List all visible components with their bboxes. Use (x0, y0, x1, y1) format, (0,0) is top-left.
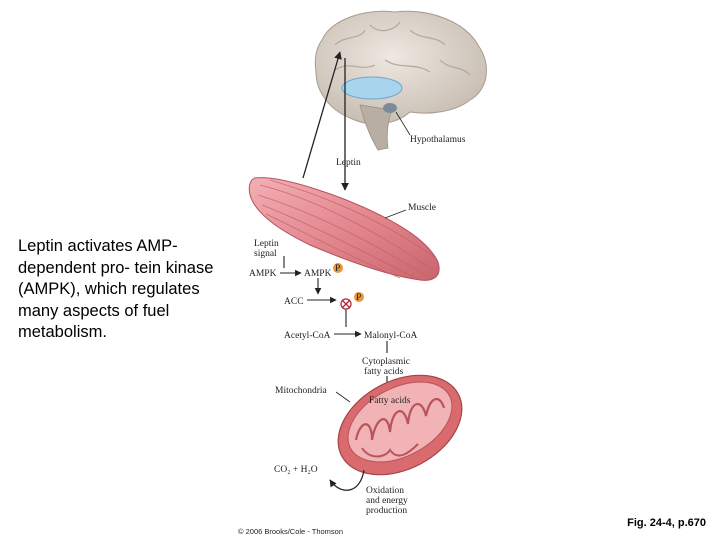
figure-reference: Fig. 24-4, p.670 (627, 517, 706, 529)
co2-h2o-label: CO₂ + H₂O (274, 465, 318, 475)
brain-illustration (314, 10, 487, 151)
mitochondria-label: Mitochondria (275, 386, 327, 396)
leptin-label: Leptin (336, 158, 361, 168)
copyright-notice: © 2006 Brooks/Cole - Thomson (238, 527, 344, 536)
phosphate-icon (354, 292, 364, 302)
muscle-label: Muscle (408, 203, 436, 213)
ampk-label: AMPK (249, 269, 277, 279)
oxidation-label-1: Oxidation (366, 486, 404, 496)
malonyl-coa-label: Malonyl-CoA (364, 331, 417, 341)
leptin-signal-label-2: signal (254, 249, 277, 259)
acetyl-coa-label: Acetyl-CoA (284, 331, 331, 341)
leptin-signal-label-1: Leptin (254, 239, 279, 249)
acc-label: ACC (284, 297, 304, 307)
cytoplasmic-label-1: Cytoplasmic (362, 357, 410, 367)
phosphate-icon (333, 263, 343, 273)
ampk-phosphorylated-label: AMPK (304, 269, 332, 279)
phosphate-label: P (335, 264, 340, 274)
hypothalamus-region (341, 76, 403, 100)
leptin-up-arrow (302, 51, 342, 179)
cytoplasmic-label-2: fatty acids (364, 366, 404, 377)
oxidation-label-3: production (366, 506, 407, 516)
fatty-acids-label: Fatty acids (369, 396, 411, 406)
caption-text: Leptin activates AMP-dependent pro- tein… (18, 237, 218, 341)
muscle-illustration (248, 177, 440, 281)
phosphate-label: P (356, 293, 361, 303)
mitochondrion-illustration (337, 374, 463, 476)
hypothalamus-label: Hypothalamus (410, 135, 466, 145)
oxidation-label-2: and energy (366, 496, 408, 506)
